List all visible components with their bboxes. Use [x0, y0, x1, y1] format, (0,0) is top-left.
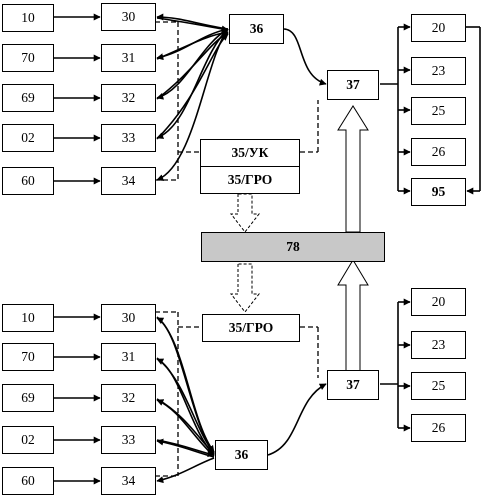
top-input-arrows [54, 13, 101, 185]
bottom-mid-box: 31 [101, 343, 156, 371]
top-output-box: 95 [411, 178, 466, 206]
bottom-output-box: 23 [411, 331, 466, 359]
top-mid-box: 33 [101, 124, 156, 152]
top-input-box: 69 [2, 84, 54, 112]
bottom-hub-to-merge [267, 383, 327, 456]
bottom-hub-curves [156, 316, 215, 484]
top-output-box: 20 [411, 14, 466, 42]
top-hub-curves [156, 13, 229, 181]
top-mid-box: 30 [101, 3, 156, 31]
bottom-input-box: 02 [2, 426, 54, 454]
top-gro-box: 35/ГРО [200, 166, 300, 194]
dashed-down-arrows [229, 193, 261, 313]
top-input-box: 60 [2, 167, 54, 195]
bottom-gro-box: 35/ГРО [202, 314, 300, 342]
top-input-box: 10 [2, 4, 54, 32]
top-mid-box: 32 [101, 84, 156, 112]
top-output-bracket [380, 23, 481, 195]
top-uk-box: 35/УК [200, 139, 300, 167]
top-hub-box: 36 [229, 14, 284, 44]
bottom-mid-box: 34 [101, 467, 156, 495]
top-input-box: 70 [2, 44, 54, 72]
bottom-input-box: 60 [2, 467, 54, 495]
bottom-input-box: 69 [2, 384, 54, 412]
bottom-output-bracket [380, 298, 411, 432]
bottom-mid-box: 33 [101, 426, 156, 454]
top-output-box: 23 [411, 57, 466, 85]
top-output-box: 26 [411, 138, 466, 166]
bottom-mid-box: 32 [101, 384, 156, 412]
bottom-input-box: 70 [2, 343, 54, 371]
top-mid-box: 31 [101, 44, 156, 72]
top-output-box: 25 [411, 97, 466, 125]
bottom-hub-box: 36 [215, 440, 268, 470]
hollow-up-arrows [337, 105, 369, 376]
bottom-input-arrows [54, 313, 101, 485]
top-input-box: 02 [2, 124, 54, 152]
bottom-merge-box: 37 [327, 370, 379, 400]
center-bar: 78 [201, 232, 385, 262]
top-hub-to-merge [283, 28, 327, 86]
bottom-mid-box: 30 [101, 304, 156, 332]
top-merge-box: 37 [327, 70, 379, 100]
bottom-input-box: 10 [2, 304, 54, 332]
bottom-output-box: 25 [411, 372, 466, 400]
top-mid-box: 34 [101, 167, 156, 195]
bottom-output-box: 26 [411, 414, 466, 442]
bottom-output-box: 20 [411, 288, 466, 316]
